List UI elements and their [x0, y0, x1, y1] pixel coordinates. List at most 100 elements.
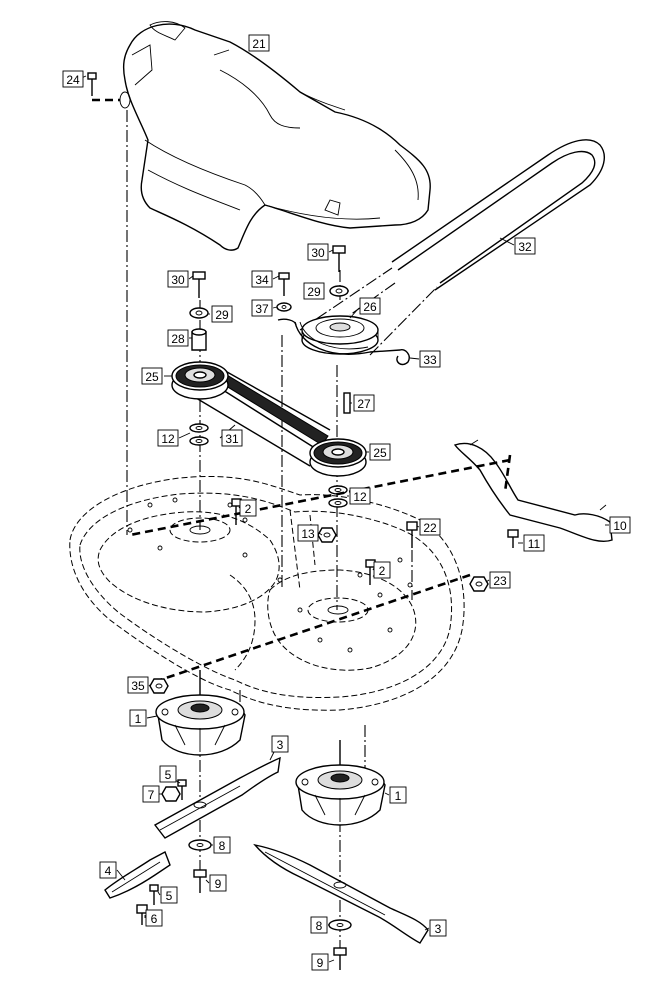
idler-arm-spring-33-part: [277, 318, 410, 366]
svg-text:35: 35: [131, 679, 145, 693]
callout-2-left: 2: [239, 499, 257, 517]
callout-12-right: 12: [349, 487, 371, 505]
svg-text:25: 25: [145, 370, 159, 384]
callout-33: 33: [419, 350, 441, 368]
callout-5-upper: 5: [159, 765, 177, 783]
callout-32: 32: [514, 237, 536, 255]
svg-text:34: 34: [255, 273, 269, 287]
callout-26: 26: [359, 297, 381, 315]
callout-25-left: 25: [141, 367, 163, 385]
callout-37: 37: [251, 299, 273, 317]
svg-text:28: 28: [171, 332, 185, 346]
svg-text:37: 37: [255, 302, 269, 316]
callout-3-upper: 3: [271, 735, 289, 753]
svg-text:10: 10: [613, 519, 627, 533]
spacer-28-part: [191, 328, 207, 351]
callout-28: 28: [167, 329, 189, 347]
svg-text:8: 8: [219, 839, 226, 853]
svg-text:29: 29: [307, 285, 321, 299]
bolt-5-lower-part: [149, 884, 159, 905]
svg-text:22: 22: [423, 521, 437, 535]
svg-text:29: 29: [215, 308, 229, 322]
washer-8-lower-part: [328, 919, 352, 931]
callout-11: 11: [523, 534, 545, 552]
deflector-10-part: [453, 439, 613, 542]
washers-12-left-part: [189, 423, 209, 446]
blade-3-upper-part: [153, 756, 281, 839]
callout-9-upper: 9: [209, 874, 227, 892]
svg-text:27: 27: [357, 397, 371, 411]
svg-text:12: 12: [353, 490, 367, 504]
bolt-30-right-part: [332, 245, 346, 272]
callout-2-right: 2: [373, 561, 391, 579]
callout-35: 35: [127, 676, 149, 694]
callout-4: 4: [99, 861, 117, 879]
svg-text:3: 3: [435, 922, 442, 936]
svg-text:24: 24: [66, 73, 80, 87]
callout-31: 31: [221, 429, 243, 447]
callout-1-left: 1: [129, 709, 147, 727]
callout-12-left: 12: [157, 429, 179, 447]
svg-text:5: 5: [165, 768, 172, 782]
svg-text:2: 2: [379, 564, 386, 578]
key-27-part: [343, 392, 351, 414]
nut-13-part: [317, 527, 337, 543]
callout-6: 6: [145, 909, 163, 927]
blade-3-lower-part: [253, 843, 429, 944]
washer-29-left-part: [189, 307, 209, 319]
callout-5-lower: 5: [160, 886, 178, 904]
svg-text:1: 1: [135, 712, 142, 726]
svg-text:1: 1: [395, 789, 402, 803]
svg-text:13: 13: [301, 527, 315, 541]
nut-23-part: [469, 576, 489, 592]
callout-25-right: 25: [369, 443, 391, 461]
svg-text:26: 26: [363, 300, 377, 314]
svg-text:5: 5: [166, 889, 173, 903]
svg-text:32: 32: [518, 240, 532, 254]
nut-7-part: [161, 786, 181, 802]
bolt-24-part: [87, 72, 120, 102]
svg-text:12: 12: [161, 432, 175, 446]
washer-37-part: [276, 302, 292, 312]
drive-belt-part: [299, 139, 606, 356]
svg-text:2: 2: [245, 502, 252, 516]
svg-text:23: 23: [493, 574, 507, 588]
spindle-1-right-part: [295, 740, 386, 826]
svg-text:7: 7: [148, 788, 155, 802]
callout-29-right: 29: [303, 282, 325, 300]
svg-text:30: 30: [311, 246, 325, 260]
callout-7: 7: [142, 785, 160, 803]
svg-text:6: 6: [151, 912, 158, 926]
callout-1-right: 1: [389, 786, 407, 804]
bolt-34-part: [278, 272, 290, 296]
svg-text:33: 33: [423, 353, 437, 367]
callout-23: 23: [489, 571, 511, 589]
mounting-dashed-lines: [129, 458, 511, 682]
blade-4-part: [104, 851, 171, 899]
callout-22: 22: [419, 518, 441, 536]
bolt-11-part: [507, 529, 519, 548]
mower-deck-outline: [69, 475, 465, 711]
bolt-30-left-part: [192, 271, 206, 298]
svg-text:21: 21: [252, 37, 266, 51]
callout-34: 34: [251, 270, 273, 288]
callout-10: 10: [609, 516, 631, 534]
svg-text:31: 31: [225, 432, 239, 446]
spindle-1-left-part: [155, 670, 246, 756]
svg-text:4: 4: [105, 864, 112, 878]
svg-text:30: 30: [171, 273, 185, 287]
svg-text:25: 25: [373, 446, 387, 460]
callout-24: 24: [62, 70, 84, 88]
washers-12-right-part: [328, 485, 348, 508]
callout-27: 27: [353, 394, 375, 412]
callout-13: 13: [297, 524, 319, 542]
callout-9-lower: 9: [311, 953, 329, 971]
bolt-22-part: [406, 521, 418, 600]
callout-8-lower: 8: [310, 916, 328, 934]
washer-29-right-part: [329, 285, 349, 297]
bolt-9-lower-part: [333, 947, 347, 970]
callout-30-right: 30: [307, 243, 329, 261]
callout-8-upper: 8: [213, 836, 231, 854]
callout-21: 21: [248, 34, 270, 52]
